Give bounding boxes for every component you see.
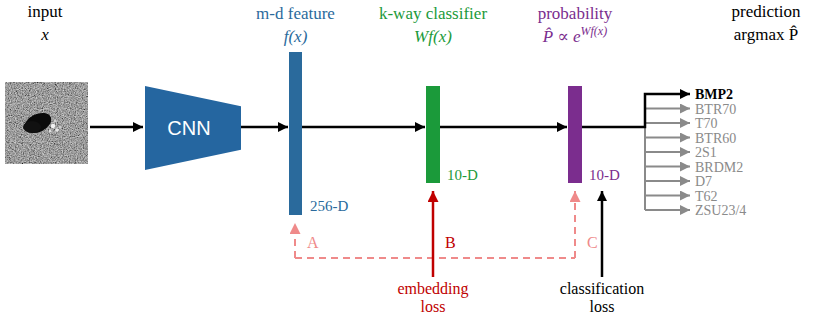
formula-base: P̂ ∝ e bbox=[543, 27, 581, 46]
title-label: input bbox=[28, 3, 63, 21]
class-name: BMP2 bbox=[695, 86, 733, 104]
feature-bar: m-d featuref(x)256-D bbox=[289, 52, 302, 215]
formula-label: argmax P̂ bbox=[734, 26, 798, 44]
feature-bar: probabilityP̂ ∝ eWf(x)10-D bbox=[568, 86, 582, 183]
text: m-d feature bbox=[256, 4, 335, 23]
text: probability bbox=[538, 4, 613, 23]
text: Wf(x) bbox=[414, 27, 452, 46]
class-name: BTR70 bbox=[695, 101, 736, 119]
title-label: prediction bbox=[732, 3, 801, 21]
loss-label: embedding loss bbox=[388, 280, 478, 316]
flow-arrow bbox=[302, 126, 425, 129]
text: 256-D bbox=[310, 198, 348, 214]
input-arrow bbox=[90, 126, 143, 129]
node-label: CNN bbox=[167, 117, 210, 140]
heading-label: f(x) bbox=[284, 27, 308, 47]
text: f(x) bbox=[284, 27, 308, 46]
flow-arrow bbox=[440, 126, 567, 129]
feature-bar: k-way classifierWf(x)10-D bbox=[426, 86, 440, 183]
callout-letter: A bbox=[307, 234, 319, 252]
callout-letter: C bbox=[587, 234, 598, 252]
class-name: T62 bbox=[695, 188, 718, 206]
network-trapezoid: CNN bbox=[145, 86, 241, 170]
dimension-label: 256-D bbox=[310, 196, 348, 216]
class-name: T70 bbox=[695, 115, 718, 133]
callout-letter: B bbox=[445, 234, 456, 252]
class-name: ZSU23/4 bbox=[695, 202, 746, 220]
sar-image bbox=[5, 82, 88, 164]
formula: P̂ ∝ eWf(x) bbox=[543, 27, 607, 48]
text: 10-D bbox=[447, 167, 478, 183]
text: 10-D bbox=[589, 167, 620, 183]
class-name: BRDM2 bbox=[695, 159, 743, 177]
formula-superscript: Wf(x) bbox=[580, 24, 607, 38]
heading-label: Wf(x) bbox=[414, 27, 452, 47]
class-name: D7 bbox=[695, 173, 712, 191]
variable-label: x bbox=[41, 26, 49, 44]
flow-arrow bbox=[241, 126, 288, 129]
class-name: BTR60 bbox=[695, 130, 736, 148]
dimension-label: 10-D bbox=[589, 165, 620, 185]
loss-arrows bbox=[295, 191, 602, 277]
text: k-way classifier bbox=[379, 4, 487, 23]
class-name: 2S1 bbox=[695, 144, 717, 162]
heading-label: probability bbox=[538, 4, 613, 24]
prediction-fan bbox=[582, 94, 690, 210]
loss-label: classification loss bbox=[552, 280, 652, 316]
heading-label: m-d feature bbox=[256, 4, 335, 24]
heading-label: k-way classifier bbox=[379, 4, 487, 24]
dimension-label: 10-D bbox=[447, 165, 478, 185]
